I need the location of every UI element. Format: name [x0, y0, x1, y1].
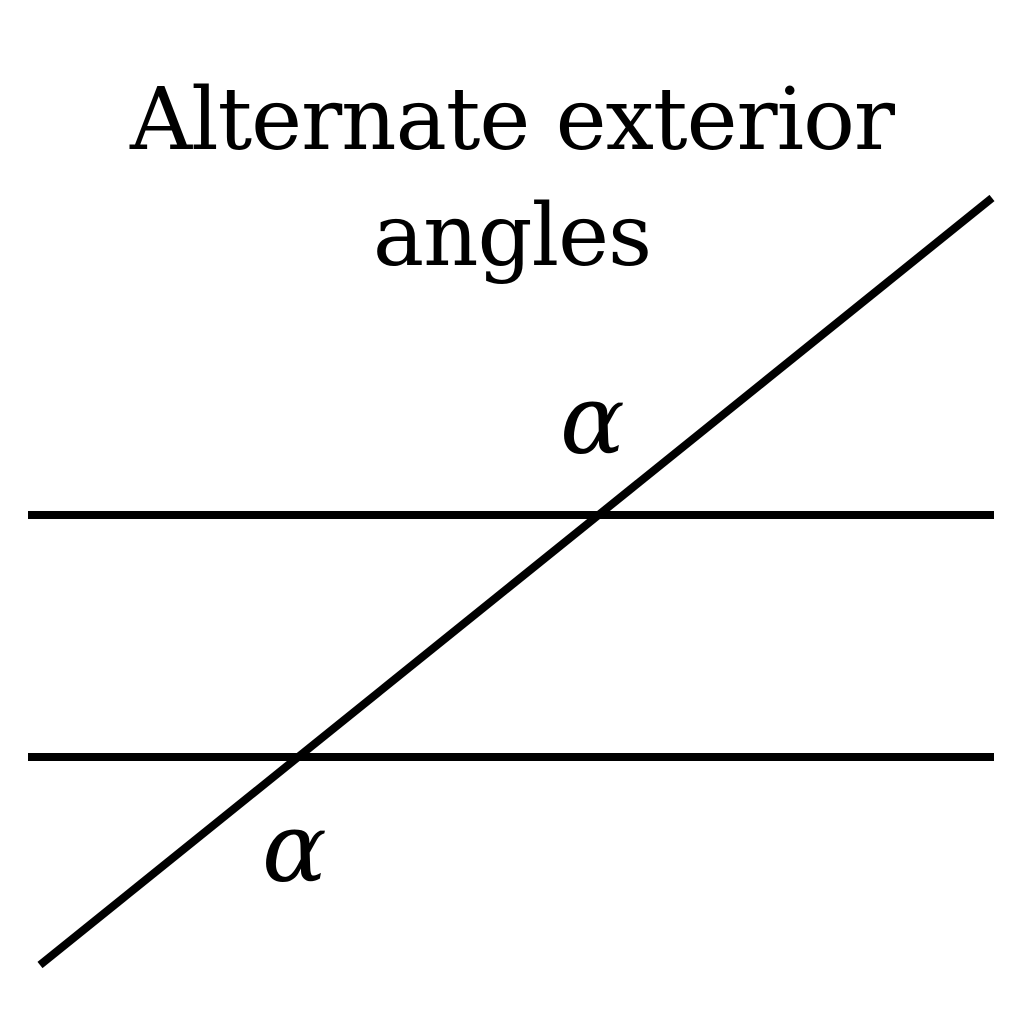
title-line-2: angles [372, 186, 652, 286]
diagram-title: Alternate exterior angles [0, 62, 1024, 294]
lower-angle-label: α [262, 792, 327, 904]
title-line-1: Alternate exterior [130, 70, 895, 170]
upper-angle-label: α [560, 364, 625, 476]
transversal-line [37, 194, 995, 969]
